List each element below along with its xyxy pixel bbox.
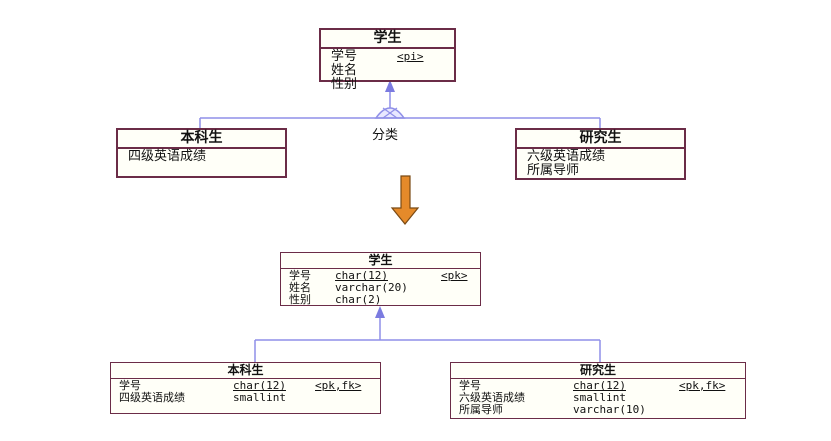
inheritance-arrow-head bbox=[385, 80, 395, 92]
entity-title: 学生 bbox=[321, 30, 454, 49]
column-type: char(2) bbox=[335, 293, 382, 306]
entity-title: 本科生 bbox=[118, 130, 285, 149]
table-title: 研究生 bbox=[451, 363, 745, 379]
column-type: varchar(10) bbox=[573, 403, 646, 416]
column-key: <pk,fk> bbox=[679, 379, 726, 392]
attr-name: 所属导师 bbox=[527, 163, 580, 178]
column-name: 六级英语成绩 bbox=[459, 391, 525, 404]
attr-name: 姓名 bbox=[331, 63, 358, 78]
attr-name: 四级英语成绩 bbox=[128, 149, 207, 164]
column-type: char(12) bbox=[335, 269, 388, 282]
attr-name: 六级英语成绩 bbox=[527, 149, 606, 164]
column-name: 性别 bbox=[289, 293, 311, 306]
reference-arrow-head bbox=[375, 306, 385, 318]
column-name: 四级英语成绩 bbox=[119, 391, 185, 404]
column-name: 姓名 bbox=[289, 281, 311, 294]
column-name: 所属导师 bbox=[459, 403, 503, 416]
attr-key: <pi> bbox=[397, 50, 424, 63]
column-type: smallint bbox=[573, 391, 626, 404]
column-name: 学号 bbox=[289, 269, 311, 282]
column-type: char(12) bbox=[573, 379, 626, 392]
column-name: 学号 bbox=[459, 379, 481, 392]
column-key: <pk> bbox=[441, 269, 468, 282]
entity-graduate-cdm[interactable]: 研究生 六级英语成绩 所属导师 bbox=[515, 128, 686, 180]
column-type: smallint bbox=[233, 391, 286, 404]
entity-undergrad-cdm[interactable]: 本科生 四级英语成绩 bbox=[116, 128, 287, 178]
inheritance-label: 分类 bbox=[372, 128, 399, 143]
table-title: 学生 bbox=[281, 253, 480, 269]
transform-arrow bbox=[390, 175, 420, 225]
column-type: varchar(20) bbox=[335, 281, 408, 294]
column-name: 学号 bbox=[119, 379, 141, 392]
table-student-pdm[interactable]: 学生 学号 char(12) <pk> 姓名 varchar(20) 性别 ch… bbox=[280, 252, 481, 306]
entity-student-cdm[interactable]: 学生 学号 <pi> 姓名 性别 bbox=[319, 28, 456, 92]
attr-name: 性别 bbox=[331, 77, 358, 92]
inheritance-cross-2 bbox=[382, 107, 398, 119]
table-title: 本科生 bbox=[111, 363, 380, 379]
table-undergrad-pdm[interactable]: 本科生 学号 char(12) <pk,fk> 四级英语成绩 smallint bbox=[110, 362, 381, 414]
table-graduate-pdm[interactable]: 研究生 学号 char(12) <pk,fk> 六级英语成绩 smallint … bbox=[450, 362, 746, 419]
column-key: <pk,fk> bbox=[315, 379, 362, 392]
attr-name: 学号 bbox=[331, 49, 358, 64]
column-type: char(12) bbox=[233, 379, 286, 392]
entity-title: 研究生 bbox=[517, 130, 684, 149]
